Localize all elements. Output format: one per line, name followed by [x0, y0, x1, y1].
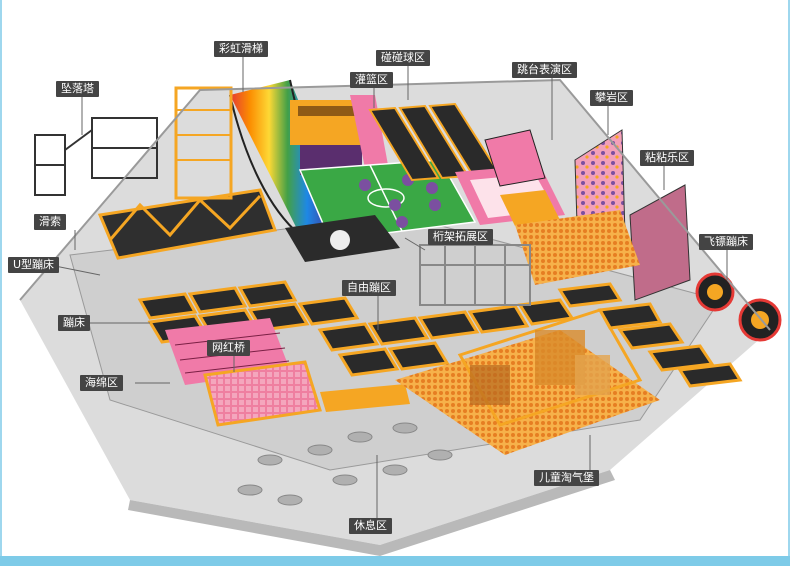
frame-left-border	[0, 0, 2, 566]
dunk-structure	[290, 95, 388, 175]
foam-pit	[203, 360, 322, 427]
jump-stage	[455, 129, 565, 226]
rest-tables	[237, 422, 453, 506]
sticky-pit	[515, 210, 640, 285]
label-net-bridge: 网红桥	[207, 340, 250, 356]
label-u-trampoline: U型蹦床	[8, 257, 60, 273]
label-rest-area: 休息区	[349, 518, 392, 534]
label-zipline: 滑索	[34, 214, 66, 230]
frame-right-border	[788, 0, 790, 566]
sticky-wall	[629, 184, 691, 301]
label-dunk: 灌篮区	[350, 72, 393, 88]
foam-bar	[320, 384, 410, 412]
frame-bottom-border	[0, 556, 790, 566]
truss-frame	[419, 244, 531, 306]
label-frame-expansion: 桁架拓展区	[428, 229, 493, 245]
label-foam-pit: 海绵区	[80, 375, 123, 391]
label-free-jump: 自由蹦区	[342, 280, 396, 296]
label-climbing: 攀岩区	[590, 90, 633, 106]
label-jump-stage: 跳台表演区	[512, 62, 577, 78]
label-kids-castle: 儿童淘气堡	[534, 470, 599, 486]
label-sticky: 粘粘乐区	[640, 150, 694, 166]
label-rainbow-slide: 彩虹滑梯	[214, 41, 268, 57]
kids-castle	[395, 308, 660, 455]
label-dart-trampoline: 飞镖蹦床	[699, 234, 753, 250]
leader-lines	[49, 57, 728, 518]
label-drop-tower: 坠落塔	[56, 81, 99, 97]
label-trampoline: 蹦床	[58, 315, 90, 331]
label-bumper-ball: 碰碰球区	[376, 50, 430, 66]
trampoline-grid	[137, 280, 743, 388]
